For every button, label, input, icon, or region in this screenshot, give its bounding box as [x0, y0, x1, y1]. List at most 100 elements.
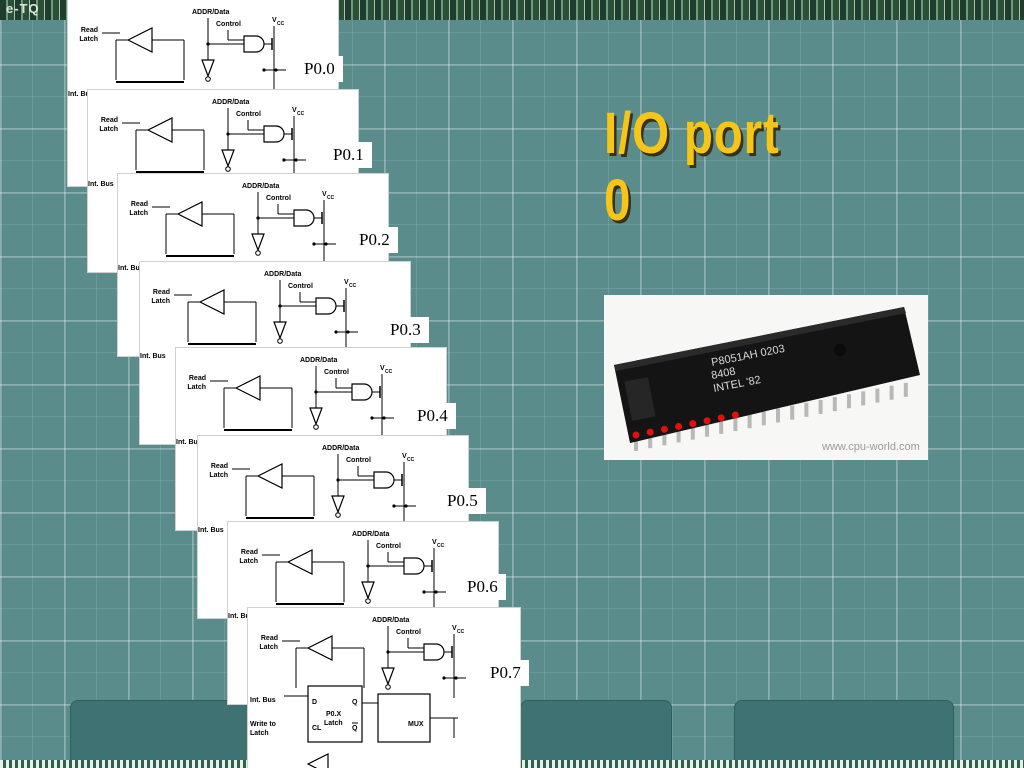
- chip-watermark: www.cpu-world.com: [822, 441, 920, 453]
- top-strip-text: e-TQ: [6, 1, 40, 16]
- port0-pin-highlight: [675, 422, 683, 430]
- int-bus-label: Int. Bus: [228, 613, 254, 620]
- port0-pin-highlight: [717, 414, 725, 422]
- svg-text:CC: CC: [457, 629, 465, 635]
- chip-pin: [903, 382, 908, 397]
- port0-pin-highlight: [632, 431, 640, 439]
- port-pin-label: P0.2: [351, 227, 398, 253]
- svg-text:V: V: [452, 625, 457, 632]
- svg-text:Control: Control: [376, 543, 401, 550]
- read-latch-label: Read: [211, 463, 228, 470]
- port-pin-label: P0.1: [325, 142, 372, 168]
- svg-text:ADDR/Data: ADDR/Data: [322, 445, 359, 452]
- chip-pin: [719, 419, 724, 434]
- bottom-panel-left: [70, 700, 250, 762]
- port0-pin-highlight: [731, 411, 739, 419]
- svg-text:CC: CC: [297, 111, 305, 117]
- svg-text:Control: Control: [236, 111, 261, 118]
- int-bus-label: Int. Bus: [176, 439, 202, 446]
- chip-pin: [832, 397, 837, 412]
- svg-text:ADDR/Data: ADDR/Data: [264, 271, 301, 278]
- svg-text:V: V: [322, 191, 327, 198]
- svg-text:CC: CC: [437, 543, 445, 549]
- svg-text:P0.X: P0.X: [326, 711, 342, 718]
- port0-pin-highlight: [689, 420, 697, 428]
- svg-text:ADDR/Data: ADDR/Data: [352, 531, 389, 538]
- chip-marking-2: 8408: [710, 365, 736, 381]
- chip-pin: [861, 391, 866, 406]
- chip-pin: [761, 411, 766, 426]
- chip-pin: [676, 428, 681, 443]
- read-latch-label: Read: [81, 27, 98, 34]
- svg-text:Latch: Latch: [250, 730, 269, 737]
- svg-text:CC: CC: [327, 195, 335, 201]
- svg-text:V: V: [432, 539, 437, 546]
- svg-text:CC: CC: [407, 457, 415, 463]
- read-latch-label: Read: [153, 289, 170, 296]
- port-pin-label: P0.7: [482, 660, 529, 686]
- chip-photo: P8051AH 0203 8408 INTEL '82: [604, 295, 928, 460]
- bottom-panel-right: [734, 700, 954, 762]
- svg-text:Latch: Latch: [324, 720, 343, 727]
- chip-pin: [818, 399, 823, 414]
- svg-text:V: V: [292, 107, 297, 114]
- read-latch-label: Read: [261, 635, 278, 642]
- svg-text:Latch: Latch: [129, 210, 148, 217]
- port-pin-label: P0.3: [382, 317, 429, 343]
- chip-pin: [648, 434, 653, 449]
- svg-text:Latch: Latch: [239, 558, 258, 565]
- chip-pin: [634, 437, 638, 451]
- int-bus-label: Int. Bus: [118, 265, 144, 272]
- port-pin-label: P0.5: [439, 488, 486, 514]
- svg-text:Control: Control: [346, 457, 371, 464]
- svg-text:CC: CC: [349, 283, 357, 289]
- chip-pin: [847, 394, 851, 409]
- svg-text:Control: Control: [216, 21, 241, 28]
- chip-pin: [662, 431, 667, 446]
- read-latch-label: Read: [101, 117, 118, 124]
- svg-text:Latch: Latch: [259, 644, 278, 651]
- port0-pin-highlight: [646, 428, 654, 436]
- chip-pin: [776, 408, 780, 423]
- svg-text:V: V: [380, 365, 385, 372]
- bottom-panel-center: [520, 700, 672, 762]
- chip-pin: [889, 385, 894, 400]
- svg-text:CC: CC: [385, 369, 393, 375]
- port-pin-label: P0.4: [409, 403, 456, 429]
- int-bus-label: Int. Bus: [250, 697, 276, 704]
- svg-text:ADDR/Data: ADDR/Data: [242, 183, 279, 190]
- read-latch-label: Read: [131, 201, 148, 208]
- svg-text:Control: Control: [266, 195, 291, 202]
- svg-text:Latch: Latch: [79, 36, 98, 43]
- svg-text:Control: Control: [324, 369, 349, 376]
- svg-text:Write to: Write to: [250, 721, 276, 728]
- int-bus-label: Int. Bus: [140, 353, 166, 360]
- slide-title: I/O port 0: [604, 101, 780, 233]
- svg-text:ADDR/Data: ADDR/Data: [300, 357, 337, 364]
- read-latch-label: Read: [241, 549, 258, 556]
- svg-text:Latch: Latch: [187, 384, 206, 391]
- svg-text:MUX: MUX: [408, 721, 424, 728]
- svg-text:Control: Control: [396, 629, 421, 636]
- int-bus-label: Int. Bus: [88, 181, 114, 188]
- svg-text:D: D: [312, 699, 317, 706]
- svg-text:Latch: Latch: [99, 126, 118, 133]
- chip-pin: [690, 425, 695, 440]
- port-pin-label: P0.0: [296, 56, 343, 82]
- port0-pin-highlight: [703, 417, 711, 425]
- svg-text:ADDR/Data: ADDR/Data: [212, 99, 249, 106]
- int-bus-label: Int. Bus: [68, 91, 94, 98]
- svg-text:V: V: [272, 17, 277, 24]
- svg-text:V: V: [344, 279, 349, 286]
- int-bus-label: Int. Bus: [198, 527, 224, 534]
- chip-pin: [875, 388, 880, 403]
- svg-text:Latch: Latch: [209, 472, 228, 479]
- svg-text:Latch: Latch: [151, 298, 170, 305]
- svg-text:CC: CC: [277, 21, 285, 27]
- svg-text:ADDR/Data: ADDR/Data: [192, 9, 229, 16]
- chip-pin: [747, 414, 752, 429]
- port-pin-label: P0.6: [459, 574, 506, 600]
- svg-text:Control: Control: [288, 283, 313, 290]
- chip-pin: [790, 405, 795, 420]
